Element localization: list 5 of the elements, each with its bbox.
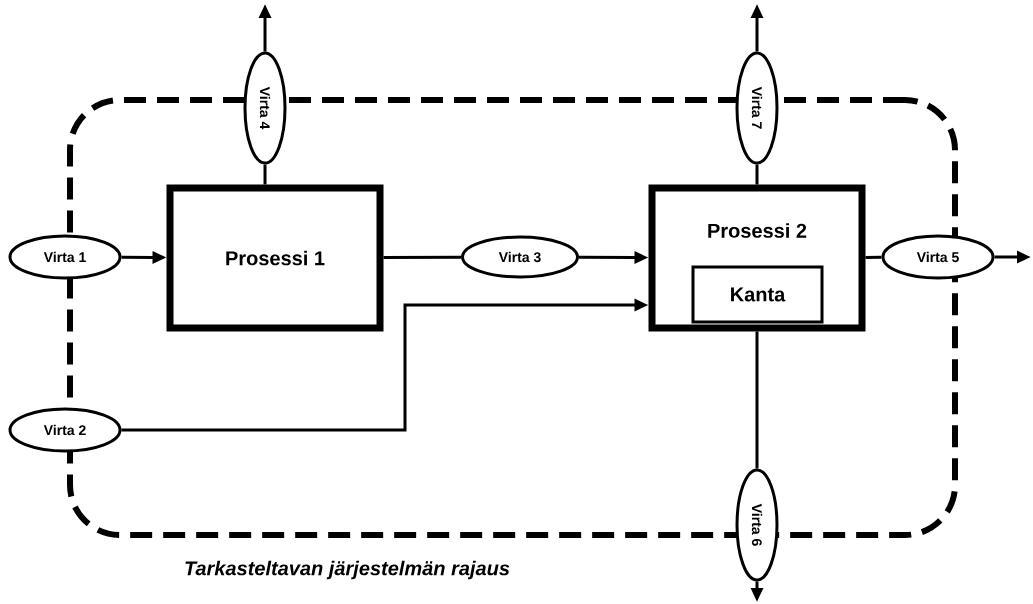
process-box: Prosessi 1 — [166, 184, 384, 332]
node-label: Virta 5 — [916, 251, 959, 263]
boundary-label: Tarkasteltavan järjestelmän rajaus — [185, 560, 510, 580]
node-label: Virta 6 — [751, 503, 763, 546]
sub-box: Kanta — [691, 265, 824, 324]
